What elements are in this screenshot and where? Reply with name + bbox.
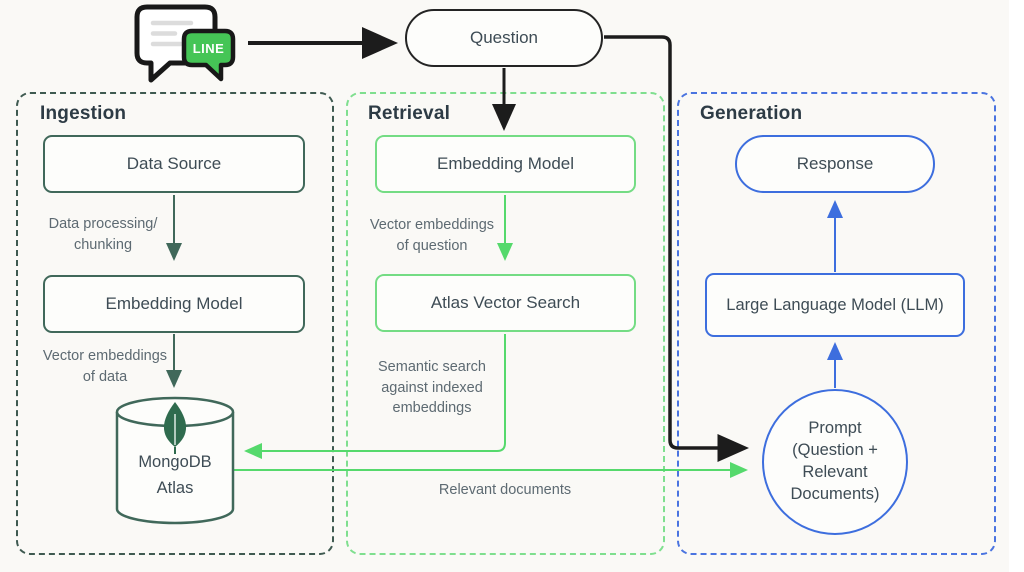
vector-embeddings-of-question-label: Vector embeddings of question [369,217,495,254]
llm-label: Large Language Model (LLM) [726,295,944,314]
line-badge-label: LINE [193,41,225,56]
question-node: Question [405,9,603,67]
data-source-label: Data Source [126,154,222,173]
response-label: Response [796,154,874,173]
semantic-search-label: Semantic search against indexed embeddin… [378,359,486,417]
ingestion-title: Ingestion [40,103,127,124]
mongodb-atlas-cylinder [115,396,235,525]
line-badge-bubble [181,28,236,82]
prompt-node: Prompt (Question + Relevant Documents) [762,389,908,535]
response-node: Response [735,135,935,193]
llm-node: Large Language Model (LLM) [705,273,965,337]
arrow-question-to-prompt [604,35,749,462]
vector-embeddings-of-data-label: Vector embeddings of data [42,348,168,385]
relevant-documents-label: Relevant documents [438,482,572,498]
arrow-vectorsearch-to-mongodb [244,334,506,459]
question-label: Question [469,28,539,47]
mongodb-atlas-label: MongoDB Atlas [138,453,212,497]
retrieval-title: Retrieval [368,103,451,124]
retrieval-embedding-model-label: Embedding Model [436,154,575,173]
data-processing-label: Data processing/ chunking [48,216,158,253]
data-source-node: Data Source [43,135,305,193]
ingestion-embedding-model-node: Embedding Model [43,275,305,333]
cylinder-body [115,412,235,525]
line-chat-icon: LINE [134,4,236,83]
generation-title: Generation [700,103,803,124]
atlas-vector-search-node: Atlas Vector Search [375,274,636,332]
retrieval-embedding-model-node: Embedding Model [375,135,636,193]
generation-section [677,92,996,555]
atlas-vector-search-label: Atlas Vector Search [430,293,581,312]
ingestion-embedding-model-label: Embedding Model [105,294,243,313]
page-margin [1009,0,1024,572]
ingestion-section [16,92,334,555]
